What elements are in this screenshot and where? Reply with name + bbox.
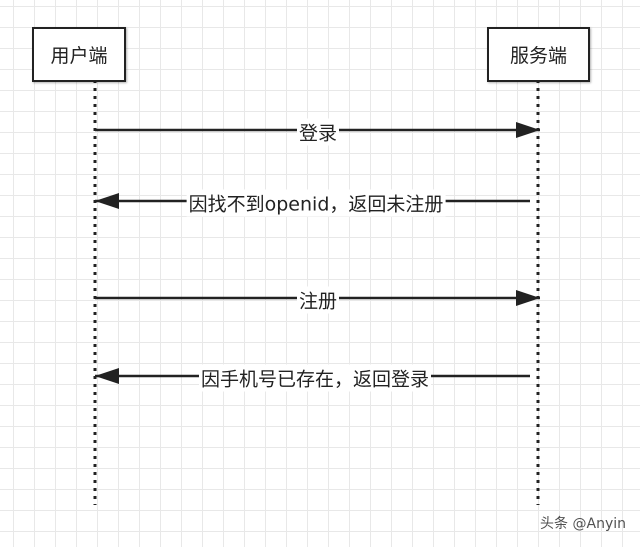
actor-server: 服务端 <box>487 27 590 82</box>
message-label: 注册 <box>296 286 340 314</box>
actor-server-label: 服务端 <box>509 45 567 67</box>
actor-client: 用户端 <box>32 27 126 82</box>
message-label: 登录 <box>296 118 340 146</box>
message-label: 因手机号已存在，返回登录 <box>198 364 432 392</box>
watermark: 头条 @Anyin <box>540 516 626 532</box>
actor-client-label: 用户端 <box>50 45 108 67</box>
message-label: 因找不到openid，返回未注册 <box>186 189 446 217</box>
